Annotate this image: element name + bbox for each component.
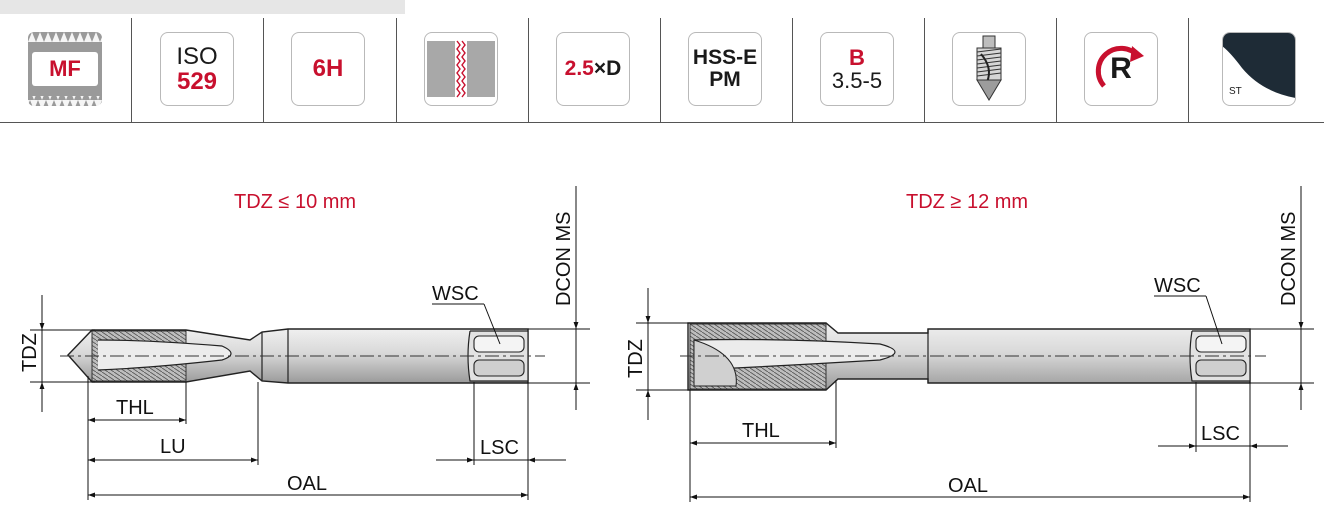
material-line2: PM [709,68,741,91]
tolerance-value: 6H [312,55,344,83]
depth-suffix: ×D [593,56,622,80]
depth-label: 2.5×D [564,56,622,80]
left-lu-label: LU [160,436,186,458]
separator [792,18,793,122]
right-lsc-label: LSC [1201,423,1240,445]
right-tap-drawing: TDZ ≥ 12 mm TDZ THL LSC [625,186,1314,502]
thread-profile-icon [28,32,102,106]
separator [131,18,132,122]
direction-letter: R [1110,52,1132,86]
coating-label: ST [1229,85,1242,97]
tolerance-tile: 6H [291,32,365,106]
separator [1188,18,1189,122]
separator [660,18,661,122]
left-title: TDZ ≤ 10 mm [234,191,356,213]
thread-profile-tile: MF [28,32,102,106]
separator [396,18,397,122]
right-oal-label: OAL [948,475,988,497]
technical-drawing: TDZ ≤ 10 mm TDZ THL LU [19,186,1314,502]
thread-section-icon [427,40,495,98]
tap-type-tile [952,32,1026,106]
left-tap-drawing: TDZ ≤ 10 mm TDZ THL LU [19,186,590,500]
spiral-point-tap-icon [976,35,1002,101]
left-thl-label: THL [116,397,154,419]
direction-tile: R [1084,32,1158,106]
chamfer-form: B [849,44,865,70]
rotation-arrow-icon [1095,45,1144,88]
left-tdz-label: TDZ [19,333,41,372]
material-tile: HSS-E PM [688,32,762,106]
right-title: TDZ ≥ 12 mm [906,191,1028,213]
standard-line1: ISO [176,42,218,70]
tolerance-label: 6H [313,56,344,81]
right-wsc-label: WSC [1154,275,1201,297]
left-dcon-label: DCON MS [553,212,575,306]
separator [263,18,264,122]
material-line1: HSS-E [692,45,758,69]
separator [1056,18,1057,122]
separator [924,18,925,122]
top-gray-strip [0,0,405,14]
depth-tile: 2.5×D [556,32,630,106]
icon-bar-baseline [0,122,1324,123]
left-lsc-label: LSC [480,437,519,459]
chamfer-threads: 3.5-5 [831,68,883,93]
right-thl-label: THL [742,420,780,442]
separator [528,18,529,122]
chamfer-tile: B 3.5-5 [820,32,894,106]
left-oal-label: OAL [287,473,327,495]
left-wsc-label: WSC [432,283,479,305]
feature-icon-bar: MF ISO 529 6H 2.5×D HSS-E PM B 3.5-5 [0,16,1324,124]
standard-line2: 529 [176,68,218,95]
coating-tile: ST [1222,32,1296,106]
coating-swatch-icon [1223,33,1295,98]
thread-section-tile [424,32,498,106]
right-tdz-label: TDZ [625,339,647,378]
standard-tile: ISO 529 [160,32,234,106]
depth-value: 2.5 [564,56,594,80]
right-flute [693,338,896,371]
left-flute [97,339,232,371]
thread-profile-label: MF [49,56,81,82]
right-dcon-label: DCON MS [1278,212,1300,306]
